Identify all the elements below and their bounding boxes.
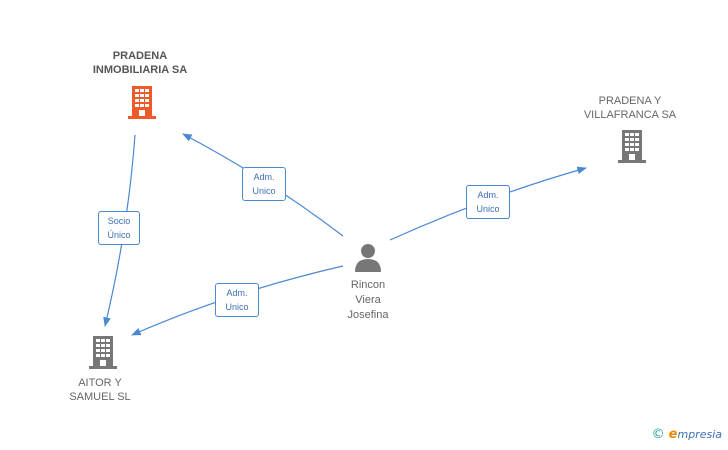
empresia-logo: ©empresia	[651, 427, 722, 442]
node-label-aitor-samuel[interactable]: AITOR Y SAMUEL SL	[69, 377, 131, 403]
building-icon[interactable]	[617, 129, 647, 163]
node-label-pradena-inmobiliaria[interactable]: PRADENA INMOBILIARIA SA	[92, 50, 188, 76]
edge-label-adm-unico[interactable]: Adm. Unico	[242, 167, 286, 201]
edge-label-socio-unico[interactable]: Socio Único	[98, 211, 140, 245]
edge-label-adm-unico[interactable]: Adm. Unico	[215, 283, 259, 317]
person-icon[interactable]	[353, 242, 383, 272]
copyright-icon: ©	[651, 427, 665, 442]
node-label-rincon[interactable]: Rincon Viera Josefina	[347, 279, 389, 321]
node-label-pradena-villafranca[interactable]: PRADENA Y VILLAFRANCA SA	[583, 95, 677, 121]
building-icon[interactable]	[88, 335, 118, 369]
building-icon[interactable]	[127, 85, 157, 119]
edge-label-adm-unico[interactable]: Adm. Unico	[466, 185, 510, 219]
